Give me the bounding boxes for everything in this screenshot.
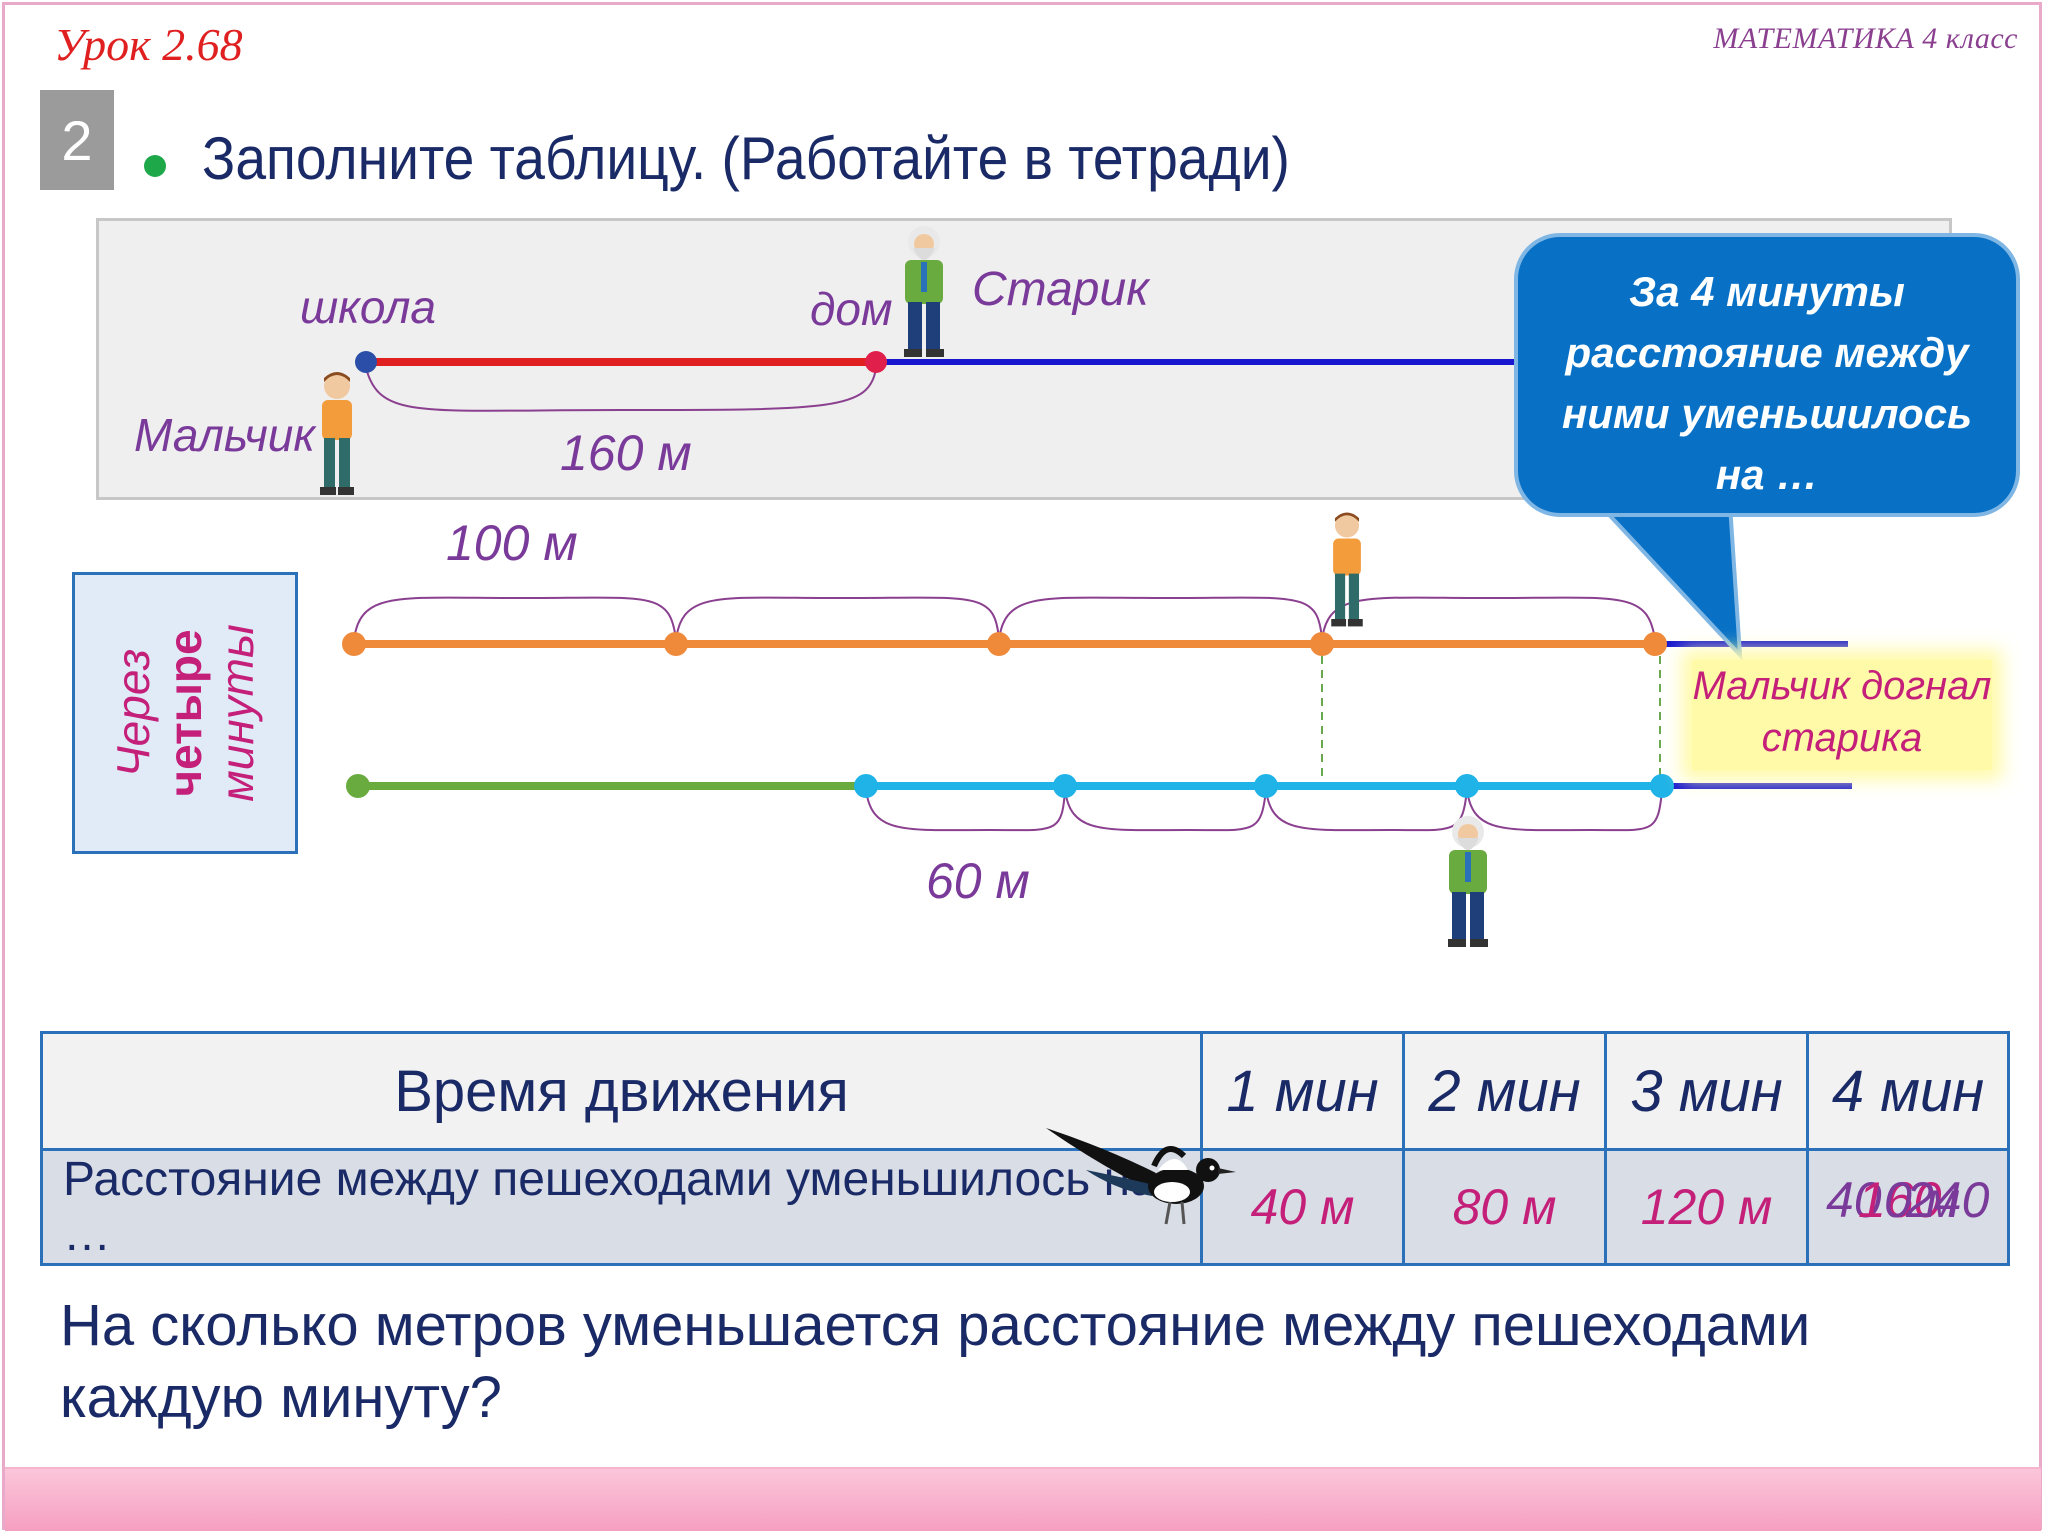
answer-table: Время движения 1 мин 2 мин 3 мин 4 мин Р…	[40, 1031, 2010, 1266]
speech-bubble: За 4 минуты расстояние между ними уменьш…	[1514, 233, 2020, 517]
boy-arc-2	[675, 596, 1000, 641]
home-label: дом	[810, 283, 893, 335]
value-cell-2[interactable]: 80 м	[1402, 1148, 1607, 1266]
old-man-figure-icon	[904, 226, 944, 357]
green-bullet-icon	[144, 155, 166, 177]
old-man-point-3	[1455, 774, 1479, 798]
boy-point-4	[1643, 632, 1667, 656]
old-man-step-label: 60 м	[926, 853, 1030, 909]
subject-label: МАТЕМАТИКА 4 класс	[1713, 22, 2018, 55]
boy-figure-icon	[320, 372, 354, 495]
boy-point-1	[664, 632, 688, 656]
boy-point-3	[1310, 632, 1334, 656]
old-man-label: Старик	[972, 263, 1149, 316]
old-man-arc-1	[865, 789, 1066, 832]
side-line-3: минуты	[211, 624, 263, 802]
bottom-band	[5, 1467, 2041, 1531]
distance-label: 160 м	[560, 425, 692, 481]
bubble-line-1: За 4 минуты	[1629, 268, 1905, 315]
boy-arc-1	[353, 596, 677, 641]
overlap-value-3: 240	[1906, 1172, 1990, 1228]
overlap-value-2: 160	[1858, 1172, 1942, 1228]
side-line-1: Через	[107, 648, 159, 778]
bubble-line-3: ними уменьшилось	[1561, 390, 1973, 437]
table-value-row: Расстояние между пешеходами уменьшилось …	[40, 1148, 2010, 1266]
old-man-point-0	[854, 774, 878, 798]
old-man-point-1	[1053, 774, 1077, 798]
time-cell-3: 3 мин	[1604, 1031, 1809, 1151]
school-label: школа	[300, 281, 437, 333]
overlap-value-4: 0 м	[1884, 1172, 1960, 1228]
time-header-cell: Время движения	[40, 1031, 1203, 1151]
time-cell-2: 2 мин	[1402, 1031, 1607, 1151]
side-line-2: четыре	[159, 629, 211, 797]
boy-figure-bottom-icon	[1331, 512, 1363, 627]
old-man-row-start	[346, 774, 370, 798]
value-cell-4[interactable]: 40 160 240 0 м	[1806, 1148, 2010, 1266]
boy-point-2	[987, 632, 1011, 656]
home-point	[865, 351, 887, 373]
boy-step-label: 100 м	[446, 515, 578, 571]
table-header-row: Время движения 1 мин 2 мин 3 мин 4 мин	[40, 1031, 2010, 1151]
task-title: Заполните таблицу. (Работайте в тетради)	[202, 125, 1290, 192]
boy-arc-3	[998, 596, 1323, 641]
bubble-line-2: расстояние между	[1565, 329, 1969, 376]
time-cell-1: 1 мин	[1200, 1031, 1405, 1151]
time-side-box	[72, 572, 298, 854]
time-cell-4: 4 мин	[1806, 1031, 2010, 1151]
overlap-value-1: 40	[1826, 1172, 1882, 1228]
caught-label: Мальчик догнал старика	[1692, 660, 1992, 770]
school-point	[355, 351, 377, 373]
old-man-point-2	[1254, 774, 1278, 798]
side-box-text: Через четыре минуты	[107, 624, 263, 802]
distance-arc	[365, 367, 877, 412]
old-man-point-4	[1650, 774, 1674, 798]
boy-point-0	[342, 632, 366, 656]
caught-line-2: старика	[1761, 716, 1923, 760]
value-cell-1[interactable]: 40 м	[1200, 1148, 1405, 1266]
boy-label: Мальчик	[134, 409, 316, 461]
magpie-bird-icon	[1046, 1128, 1236, 1225]
value-cell-3[interactable]: 120 м	[1604, 1148, 1809, 1266]
task-number: 2	[40, 90, 114, 190]
caught-line-1: Мальчик догнал	[1692, 664, 1992, 708]
old-man-figure-bottom-icon	[1448, 816, 1488, 947]
old-man-arc-4	[1466, 789, 1663, 832]
old-man-arc-2	[1064, 789, 1267, 832]
question-text: На сколько метров уменьшается расстояние…	[60, 1293, 1811, 1430]
overlapping-values: 40 160 240 0 м	[1818, 1171, 1998, 1231]
lesson-title: Урок 2.68	[54, 19, 243, 70]
bubble-tail	[1595, 503, 1743, 661]
bubble-line-4: на …	[1715, 451, 1819, 498]
distance-row-caption: Расстояние между пешеходами уменьшилось …	[40, 1148, 1203, 1266]
